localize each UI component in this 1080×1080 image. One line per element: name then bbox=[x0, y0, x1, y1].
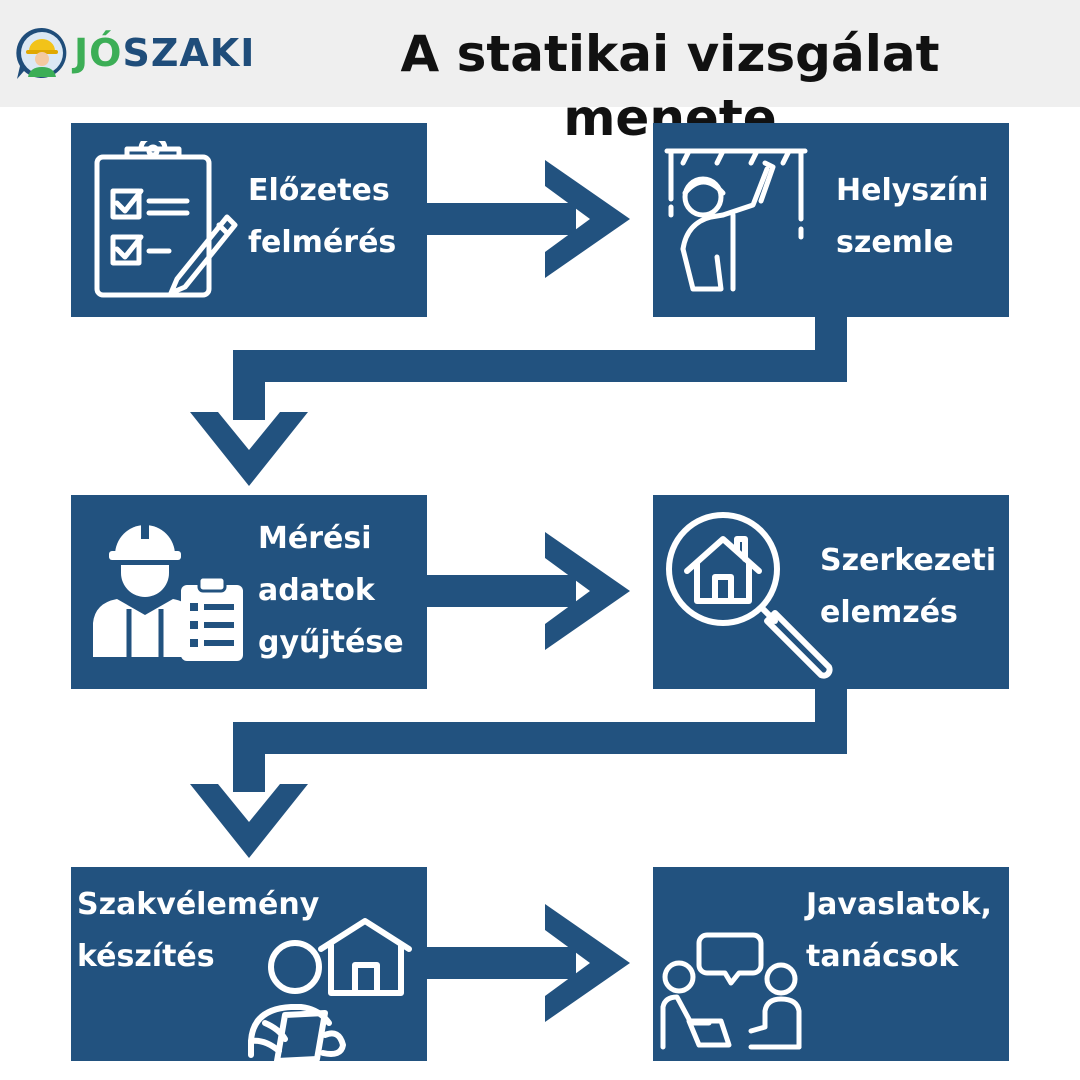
consultation-people-icon bbox=[660, 932, 802, 1050]
elbow-arrow-1 bbox=[190, 316, 847, 486]
logo: JÓSZAKI bbox=[74, 30, 255, 76]
step-box-1: Előzetes felmérés bbox=[71, 123, 427, 317]
logo-szaki: SZAKI bbox=[122, 31, 256, 75]
step-box-5: Szakvélemény készítés bbox=[71, 867, 427, 1061]
elbow-arrow-2 bbox=[190, 688, 847, 858]
logo-jo: JÓ bbox=[74, 31, 123, 75]
step-label-1: Előzetes felmérés bbox=[248, 173, 397, 260]
step-label-2: Helyszíni szemle bbox=[836, 173, 989, 260]
step-box-6: Javaslatok, tanácsok bbox=[653, 867, 1009, 1061]
inspector-ceiling-icon bbox=[664, 148, 808, 292]
logo-worker-icon bbox=[16, 27, 67, 79]
step-label-5: Szakvélemény készítés bbox=[77, 887, 320, 974]
header: JÓSZAKI A statikai vizsgálat menete bbox=[0, 0, 1080, 147]
checklist-clipboard-icon bbox=[94, 141, 238, 298]
step-label-4: Szerkezeti elemzés bbox=[820, 543, 997, 630]
magnifier-house-icon bbox=[666, 512, 833, 679]
step-label-6: Javaslatok, tanácsok bbox=[806, 887, 992, 974]
person-house-document-icon bbox=[248, 918, 412, 1061]
worker-clipboard-icon bbox=[93, 517, 243, 661]
arrow-right-2 bbox=[426, 532, 630, 650]
step-box-2: Helyszíni szemle bbox=[653, 123, 1009, 317]
arrow-right-3 bbox=[426, 904, 630, 1022]
step-box-3: Mérési adatok gyűjtése bbox=[71, 495, 427, 689]
arrow-right-1 bbox=[426, 160, 630, 278]
step-label-3: Mérési adatok gyűjtése bbox=[258, 521, 404, 660]
step-box-4: Szerkezeti elemzés bbox=[653, 495, 1009, 689]
